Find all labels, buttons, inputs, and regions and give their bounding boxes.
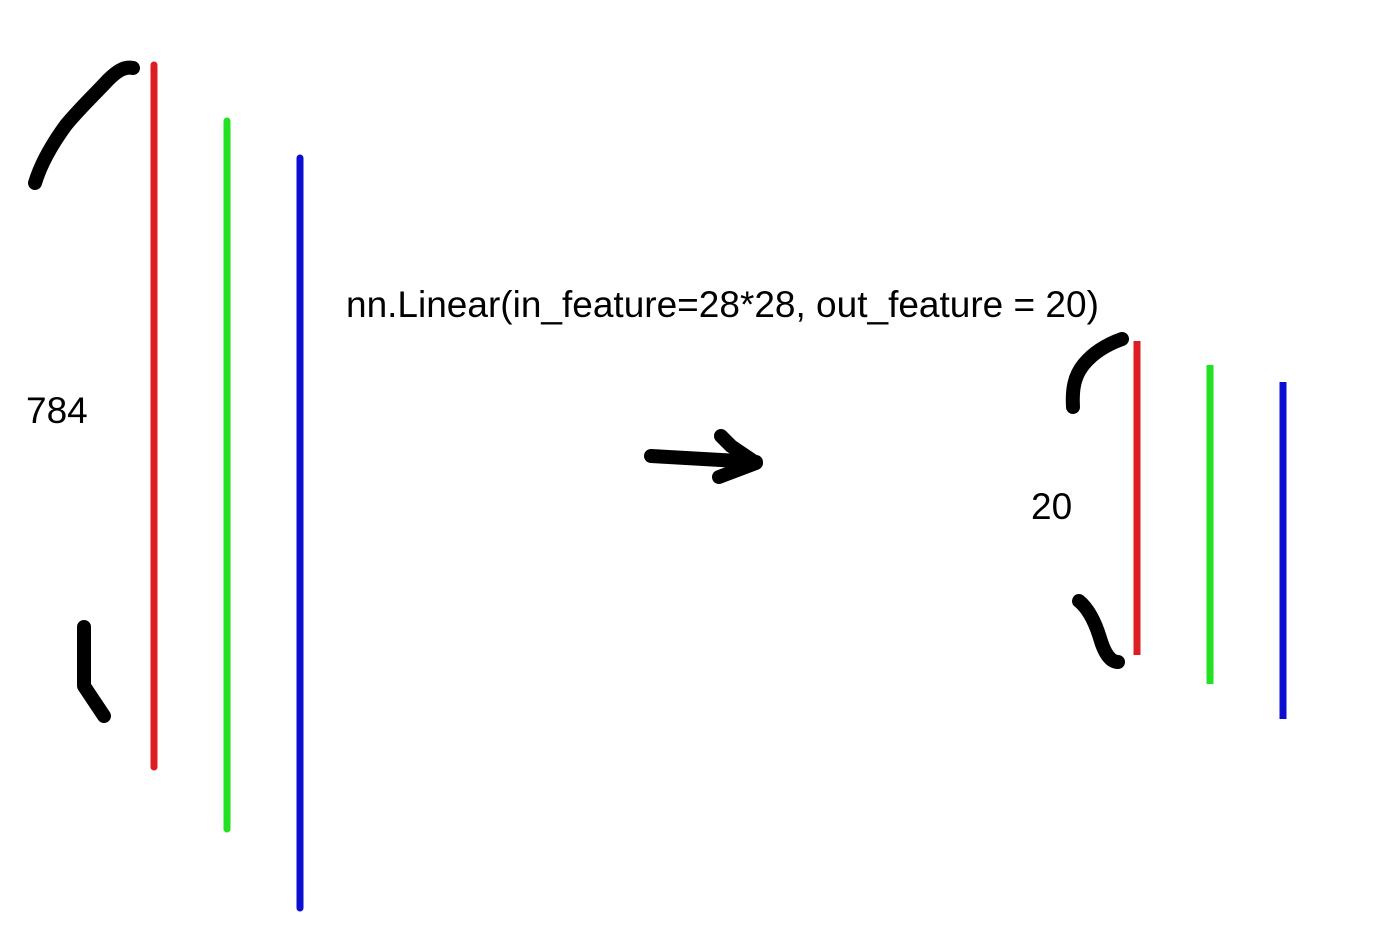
output-bracket-bottom — [1072, 594, 1125, 669]
output-bracket-top — [1065, 332, 1129, 414]
input-bracket-top — [28, 60, 140, 190]
output-vector-group — [1065, 332, 1287, 719]
input-vector-group — [28, 60, 304, 912]
layer-definition-label: nn.Linear(in_feature=28*28, out_feature … — [346, 284, 1099, 325]
output-size-label: 20 — [1031, 486, 1073, 527]
input-bracket-bottom — [77, 620, 111, 723]
right-arrow-icon — [644, 429, 763, 484]
input-size-label: 784 — [26, 390, 88, 431]
